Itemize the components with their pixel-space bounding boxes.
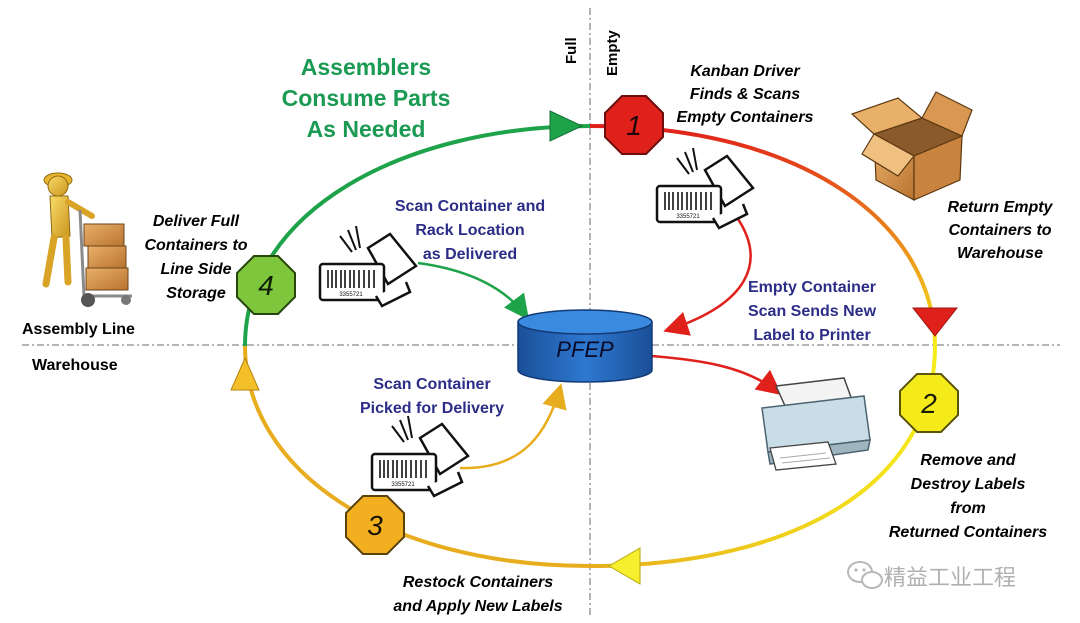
svg-text:Kanban Driver: Kanban Driver xyxy=(690,63,800,80)
watermark: 精益工业工程 xyxy=(847,561,1016,591)
cycle-arc-red xyxy=(589,124,937,347)
wechat-icon xyxy=(847,561,883,589)
axis-label-assembly-line: Assembly Line xyxy=(22,321,135,338)
svg-text:Destroy Labels: Destroy Labels xyxy=(911,476,1026,493)
step-1-badge: 1 xyxy=(604,95,664,155)
svg-text:as Delivered: as Delivered xyxy=(423,246,517,263)
title-line-2: Consume Parts xyxy=(282,85,451,111)
picked-label: Scan Container Picked for Delivery xyxy=(360,376,504,417)
cycle-arc-amber xyxy=(243,345,591,568)
barcode-number: 3355721 xyxy=(339,292,363,298)
title-line-1: Assemblers xyxy=(301,54,431,80)
barcode-number: 3355721 xyxy=(676,214,700,220)
barcode-scanner-icon: 3355721 xyxy=(318,225,418,308)
svg-text:Deliver Full: Deliver Full xyxy=(153,213,240,230)
svg-text:Returned Containers: Returned Containers xyxy=(889,524,1047,541)
svg-text:Containers to: Containers to xyxy=(948,222,1051,239)
delivered-label: Scan Container and Rack Location as Deli… xyxy=(395,198,545,263)
arrow-pfep-to-printer xyxy=(651,354,782,396)
svg-text:Scan Sends New: Scan Sends New xyxy=(748,303,877,320)
return-empty-label: Return Empty Containers to Warehouse xyxy=(948,199,1054,262)
empty-scan-label: Empty Container Scan Sends New Label to … xyxy=(748,279,877,344)
axis-label-full: Full xyxy=(563,37,580,64)
arrowhead-red xyxy=(911,307,959,337)
svg-text:Empty Containers: Empty Containers xyxy=(677,109,814,126)
barcode-scanner-icon: 3355721 xyxy=(655,147,755,230)
cycle-title: Assemblers Consume Parts As Needed xyxy=(282,54,451,142)
arrowhead-yellow xyxy=(608,547,641,585)
svg-text:Scan Container and: Scan Container and xyxy=(395,198,545,215)
title-line-3: As Needed xyxy=(307,116,426,142)
step-2-label: Remove and Destroy Labels from Returned … xyxy=(889,452,1047,541)
arrow-delivered-to-pfep xyxy=(417,261,530,320)
step-4-number: 4 xyxy=(258,270,274,301)
svg-text:Remove and: Remove and xyxy=(920,452,1016,469)
svg-text:Picked for Delivery: Picked for Delivery xyxy=(360,400,504,417)
step-3-badge: 3 xyxy=(345,495,405,555)
step-3-label: Restock Containers and Apply New Labels xyxy=(393,574,562,615)
arrowhead-amber xyxy=(230,356,260,391)
cycle-arc-yellow xyxy=(589,345,937,568)
step-4-label: Deliver Full Containers to Line Side Sto… xyxy=(144,213,247,302)
svg-text:Empty Container: Empty Container xyxy=(748,279,876,296)
pfep-database: PFEP xyxy=(517,309,653,383)
open-box-icon xyxy=(850,91,973,201)
arrowhead-green xyxy=(549,110,584,142)
pfep-label: PFEP xyxy=(556,337,614,362)
step-1-label: Kanban Driver Finds & Scans Empty Contai… xyxy=(677,63,814,126)
step-3-number: 3 xyxy=(367,510,383,541)
axis-label-warehouse: Warehouse xyxy=(32,357,118,374)
svg-text:Return Empty: Return Empty xyxy=(948,199,1054,216)
axis-label-empty: Empty xyxy=(604,30,621,77)
step-1-number: 1 xyxy=(626,110,642,141)
barcode-scanner-icon: 3355721 xyxy=(370,415,470,498)
svg-text:Label to Printer: Label to Printer xyxy=(753,327,870,344)
svg-text:Finds & Scans: Finds & Scans xyxy=(690,86,800,103)
svg-text:Scan Container: Scan Container xyxy=(373,376,490,393)
step-2-badge: 2 xyxy=(899,373,959,433)
arrow-picked-to-pfep xyxy=(459,383,567,470)
arrow-empty-scan-to-pfep xyxy=(663,215,752,336)
barcode-number: 3355721 xyxy=(391,482,415,488)
svg-text:Line Side: Line Side xyxy=(160,261,231,278)
step-2-number: 2 xyxy=(920,388,937,419)
watermark-text: 精益工业工程 xyxy=(884,566,1016,591)
worker-with-hand-truck-icon xyxy=(42,172,132,307)
svg-text:Rack Location: Rack Location xyxy=(415,222,524,239)
svg-text:Warehouse: Warehouse xyxy=(957,245,1043,262)
step-4-badge: 4 xyxy=(236,255,296,315)
svg-text:Containers to: Containers to xyxy=(144,237,247,254)
svg-text:from: from xyxy=(950,500,986,517)
printer-icon xyxy=(761,377,871,471)
svg-text:Storage: Storage xyxy=(166,285,226,302)
svg-text:Restock Containers: Restock Containers xyxy=(403,574,553,591)
svg-text:and Apply New Labels: and Apply New Labels xyxy=(393,598,562,615)
